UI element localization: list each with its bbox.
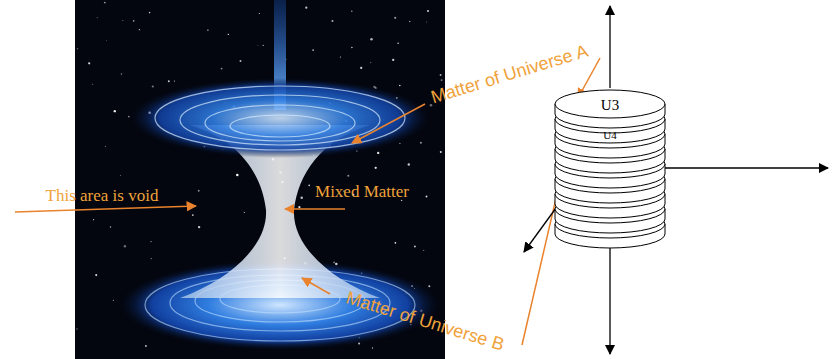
star [105,146,106,147]
star [308,184,310,186]
star [95,274,97,276]
star [110,226,112,228]
star [174,81,175,82]
star [370,38,372,40]
callout-label: Mixed Matter [315,182,409,202]
star [426,21,428,23]
star [113,300,114,301]
universe-disk: U3 [565,97,655,114]
star [360,67,362,69]
star [414,245,416,247]
star [397,43,398,44]
star [114,110,116,112]
star [351,47,352,48]
star [305,7,307,9]
star [139,29,140,30]
star [149,12,151,14]
star [244,212,245,213]
star [430,104,433,107]
star [92,84,93,85]
star [420,142,422,144]
star [121,73,123,75]
star [441,79,443,81]
star [240,60,242,62]
star [96,17,98,19]
star [440,151,442,153]
star [399,143,400,144]
disk-face [555,90,665,118]
star [145,345,147,347]
star [88,62,90,64]
star [152,85,154,87]
star [392,59,394,61]
star [300,197,302,199]
star [119,175,121,177]
star [124,245,126,247]
star [375,167,377,169]
star [77,48,79,50]
star [426,196,428,198]
star [133,20,135,22]
star [423,250,424,251]
universe-label: U3 [565,97,655,114]
star [192,214,194,216]
universe-disk: U4 [565,129,655,141]
star [198,190,200,192]
star [168,80,170,82]
universe-label: U4 [565,129,655,141]
star [331,20,333,22]
star [105,39,107,41]
star [198,226,200,228]
star [351,11,352,12]
star [394,17,396,19]
star [409,21,410,22]
star [228,34,229,35]
star [128,116,130,118]
star [395,242,397,244]
star [93,219,94,220]
star [347,175,349,177]
star [377,152,379,154]
star [340,56,341,57]
callout-label: This area is void [46,186,159,206]
star [122,20,124,22]
star [151,258,152,259]
star [408,163,410,165]
star [221,68,223,70]
star [298,206,300,208]
star [104,2,106,4]
star [427,10,429,12]
star [428,285,430,287]
star [312,49,314,51]
star [372,347,373,348]
star [207,29,208,30]
star [259,13,260,14]
star [150,241,151,242]
star [440,74,442,76]
star [370,62,372,64]
star [236,174,239,177]
star [399,85,400,86]
star [76,328,77,329]
star [257,44,259,46]
star [263,45,264,46]
